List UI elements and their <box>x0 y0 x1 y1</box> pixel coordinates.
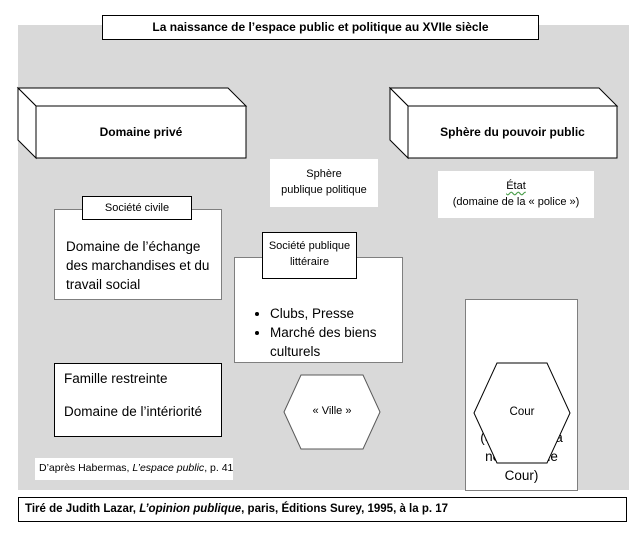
court-label: Cour <box>509 406 535 418</box>
literary-public-society-list: Clubs, Presse Marché des biens culturels <box>255 304 402 361</box>
public-power-label: Sphère du pouvoir public <box>440 125 585 139</box>
footer-work: L’opinion publique <box>139 503 242 515</box>
political-public-sphere-line1: Sphère <box>306 168 342 180</box>
source-note-prefix: D’après Habermas, <box>39 462 133 474</box>
footer-citation: Tiré de Judith Lazar, L’opinion publique… <box>18 497 627 522</box>
political-public-sphere-line2: publique politique <box>281 184 367 196</box>
family-line1: Famille restreinte <box>64 371 168 386</box>
source-note-work: L’espace public <box>132 462 205 474</box>
footer-suffix: , paris, Éditions Surey, 1995, à la p. 1… <box>241 503 449 515</box>
civil-society-box: Domaine de l’échange des marchandises et… <box>54 209 222 300</box>
town-label: « Ville » <box>312 405 352 417</box>
diagram-title: La naissance de l’espace public et polit… <box>102 15 539 40</box>
town-hexagon <box>283 374 381 450</box>
private-domain-block <box>16 86 248 160</box>
civil-society-tab: Société civile <box>82 196 192 220</box>
state-line2: (domaine de la « police ») <box>452 196 580 208</box>
state-line1: État <box>506 180 526 192</box>
source-note-suffix: , p. 41 <box>204 462 234 474</box>
list-item: Marché des biens <box>270 323 402 342</box>
state-box: État (domaine de la « police ») <box>438 171 594 218</box>
literary-public-society-tab-line2: littéraire <box>289 256 330 268</box>
private-domain-label: Domaine privé <box>99 125 183 139</box>
literary-public-society-tab-line1: Société publique <box>268 240 351 252</box>
list-item: Clubs, Presse <box>270 304 402 323</box>
civil-society-line: Domaine de l’échange <box>66 239 201 254</box>
source-note: D’après Habermas, L’espace public, p. 41 <box>35 458 233 480</box>
civil-society-line: travail social <box>66 277 141 292</box>
court-hexagon <box>473 362 571 464</box>
public-power-block <box>388 86 619 160</box>
family-line2: Domaine de l’intériorité <box>64 404 203 419</box>
civil-society-line: des marchandises et du <box>66 258 210 273</box>
political-public-sphere-box: Sphère publique politique <box>270 159 378 207</box>
footer-prefix: Tiré de Judith Lazar, <box>25 503 140 515</box>
family-box: Famille restreinte Domaine de l’intérior… <box>54 363 222 437</box>
list-item: culturels <box>270 344 321 359</box>
literary-public-society-tab: Société publique littéraire <box>262 232 357 279</box>
court-line: Cour) <box>504 468 539 483</box>
